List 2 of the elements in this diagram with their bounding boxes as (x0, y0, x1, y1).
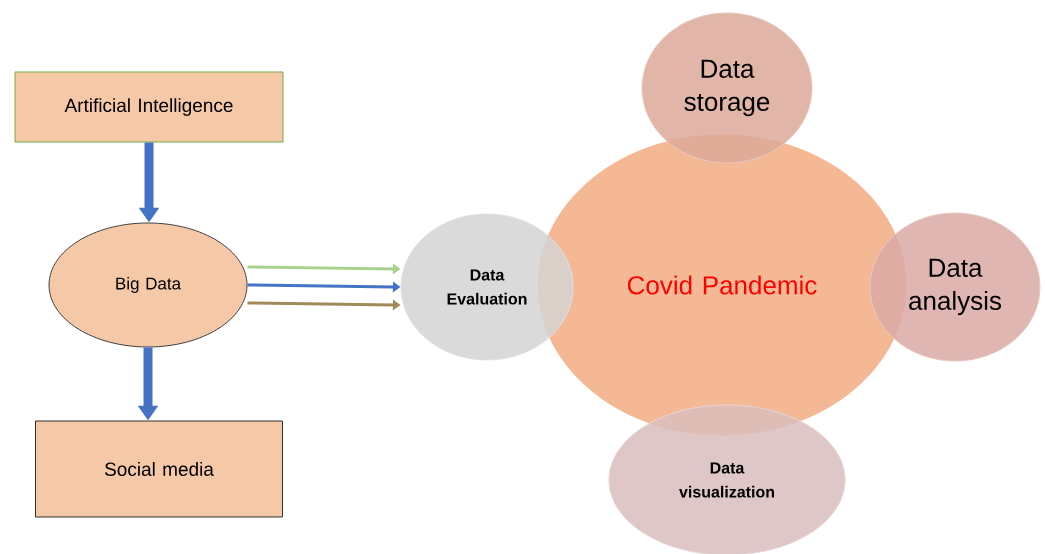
concept-box: Social media (35, 420, 283, 518)
concept-box: Artificial Intelligence (14, 71, 284, 143)
